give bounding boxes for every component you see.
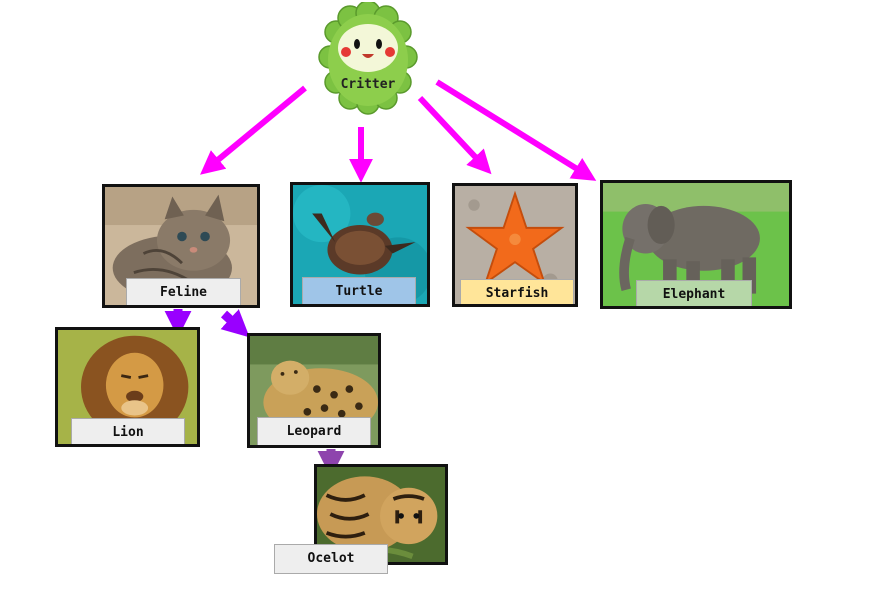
label-ocelot: Ocelot (274, 544, 388, 574)
node-lion: Lion (55, 327, 200, 447)
arrow-critter-elephant (435, 79, 597, 181)
label-lion: Lion (71, 418, 185, 444)
node-leopard: Leopard (247, 333, 381, 448)
label-leopard: Leopard (257, 417, 371, 445)
arrow-feline-leopard (220, 309, 250, 338)
critter-mascot-icon (318, 2, 418, 115)
node-elephant: Elephant (600, 180, 792, 309)
arrow-critter-starfish (417, 95, 492, 175)
root-label: Critter (340, 77, 396, 92)
label-elephant: Elephant (636, 280, 752, 306)
label-starfish: Starfish (460, 279, 574, 304)
label-feline: Feline (126, 278, 241, 305)
elephant-photo-icon (603, 183, 789, 306)
node-turtle: Turtle (290, 182, 430, 307)
label-turtle: Turtle (302, 277, 416, 304)
node-starfish: Starfish (452, 183, 578, 307)
arrow-critter-feline (200, 85, 307, 175)
node-feline: Feline (102, 184, 260, 308)
